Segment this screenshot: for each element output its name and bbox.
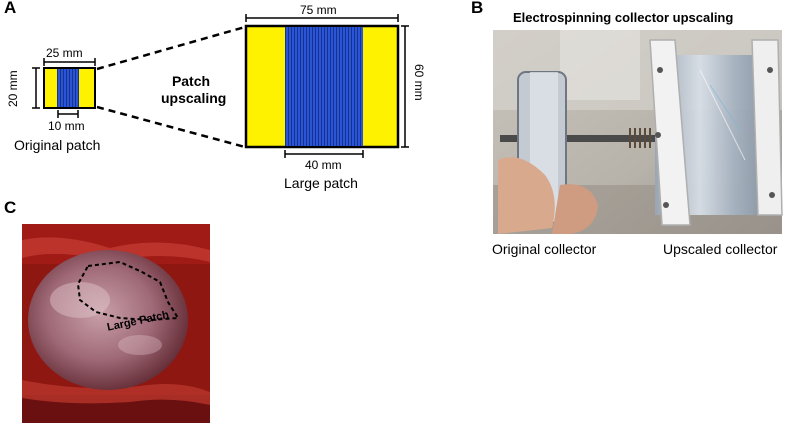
large-patch-width-label: 75 mm bbox=[300, 3, 337, 17]
upscaling-label-line2: upscaling bbox=[161, 90, 227, 106]
original-collector-caption: Original collector bbox=[492, 241, 597, 257]
upscaling-label-line1: Patch bbox=[171, 73, 211, 89]
panel-letter-c: C bbox=[4, 198, 17, 217]
large-patch-height-label: 60 mm bbox=[412, 64, 426, 101]
upscaled-collector-caption: Upscaled collector bbox=[663, 241, 778, 257]
panel-letter-b: B bbox=[471, 0, 484, 17]
surgical-photo bbox=[22, 224, 210, 423]
small-patch-height-label: 20 mm bbox=[6, 70, 20, 107]
small-patch-stripe-label: 10 mm bbox=[48, 119, 85, 133]
large-patch bbox=[244, 24, 400, 149]
panel-b-title: Electrospinning collector upscaling bbox=[513, 10, 734, 25]
upscaling-label: Patch upscaling bbox=[161, 73, 227, 107]
small-patch-dimensions bbox=[32, 58, 96, 118]
zoom-lines bbox=[96, 25, 246, 149]
small-patch-caption: Original patch bbox=[14, 137, 101, 153]
large-patch-stripe-label: 40 mm bbox=[305, 158, 342, 172]
small-patch-width-label: 25 mm bbox=[46, 46, 83, 60]
large-patch-dimensions bbox=[245, 14, 409, 158]
large-patch-caption: Large patch bbox=[284, 175, 358, 191]
small-patch bbox=[43, 67, 96, 109]
panel-letter-a: A bbox=[4, 0, 17, 17]
collector-photo bbox=[493, 30, 783, 234]
